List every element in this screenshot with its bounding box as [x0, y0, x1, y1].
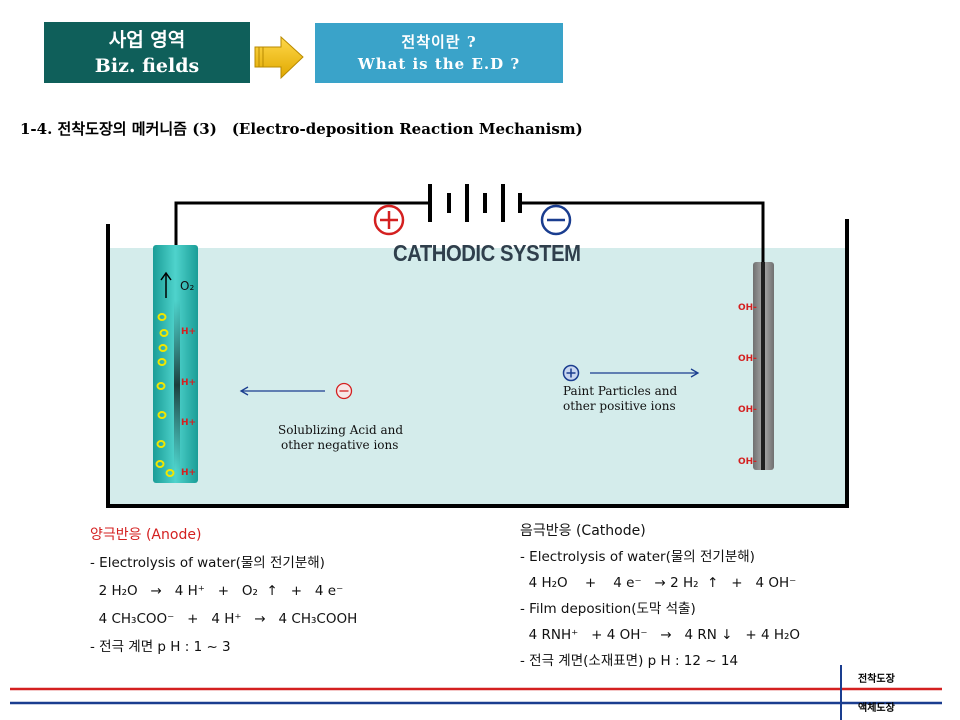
cathode-ion-label: OH-	[738, 354, 757, 364]
cathode-core	[761, 262, 765, 470]
negative-terminal-icon	[540, 204, 572, 236]
wire-right	[520, 201, 765, 263]
what-is-ed-korean: 전착이란 ?	[401, 33, 477, 51]
cathode-line: 4 H₂O + 4 e⁻ → 2 H₂ ↑ + 4 OH⁻	[520, 575, 797, 591]
cathode-ion-label: OH-	[738, 405, 757, 415]
biz-fields-korean: 사업 영역	[108, 28, 186, 51]
negative-ion-icon	[335, 382, 353, 400]
page-title: 1-4. 전착도장의 메커니즘 (3) (Electro-deposition …	[20, 120, 583, 138]
positive-terminal-icon	[373, 204, 405, 236]
biz-fields-box[interactable]: 사업 영역 Biz. fields	[44, 22, 250, 83]
anode-line: 4 CH₃COO⁻ + 4 H⁺ → 4 CH₃COOH	[90, 611, 358, 627]
anode-heading: 양극반응 (Anode)	[90, 527, 202, 543]
what-is-ed-box[interactable]: 전착이란 ? What is the E.D ?	[315, 23, 563, 83]
positive-particle-caption: Paint Particles and other positive ions	[563, 384, 678, 413]
anode-ion-label: H+	[181, 468, 197, 478]
what-is-ed-english: What is the E.D ?	[357, 55, 521, 73]
cathode-ion-label: OH-	[738, 457, 757, 467]
cathode-ion-label: OH-	[738, 303, 757, 313]
wire-left	[174, 201, 428, 248]
cathode-line: - 전극 계면(소재표면) p H : 12 ~ 14	[520, 653, 739, 669]
biz-fields-english: Biz. fields	[94, 54, 200, 77]
anode-line: - 전극 계면 p H : 1 ~ 3	[90, 639, 231, 655]
anode-ion-label: H+	[181, 327, 197, 337]
anode-line: - Electrolysis of water(물의 전기분해)	[90, 555, 325, 571]
right-arrow-icon	[254, 36, 304, 80]
cathode-heading: 음극반응 (Cathode)	[520, 523, 646, 539]
cathode-line: - Film deposition(도막 석출)	[520, 601, 696, 617]
footer-label-ed[interactable]: 전착도장	[858, 674, 895, 685]
anode-shadow-stripe	[174, 300, 180, 470]
anode-reactions: 양극반응 (Anode) - Electrolysis of water(물의 …	[90, 521, 357, 661]
oxygen-bubbles	[155, 313, 175, 477]
battery-icon	[428, 184, 522, 222]
positive-particle-icon	[562, 364, 580, 382]
tank-wall	[106, 219, 849, 508]
bath-liquid	[110, 248, 847, 504]
cathode-line: - Electrolysis of water(물의 전기분해)	[520, 549, 755, 565]
footer-label-liquid[interactable]: 액체도장	[858, 703, 895, 714]
cathode-reactions: 음극반응 (Cathode) - Electrolysis of water(물…	[520, 518, 800, 674]
oxygen-label: O₂	[180, 279, 195, 293]
cathode-line: 4 RNH⁺ + 4 OH⁻ → 4 RN ↓ + 4 H₂O	[520, 627, 801, 643]
anode-ion-label: H+	[181, 418, 197, 428]
system-label: CATHODIC SYSTEM	[393, 240, 581, 266]
anode-ion-label: H+	[181, 378, 197, 388]
negative-ion-caption: Solublizing Acid and other negative ions	[278, 423, 404, 452]
anode-line: 2 H₂O → 4 H⁺ + O₂ ↑ + 4 e⁻	[90, 583, 344, 599]
